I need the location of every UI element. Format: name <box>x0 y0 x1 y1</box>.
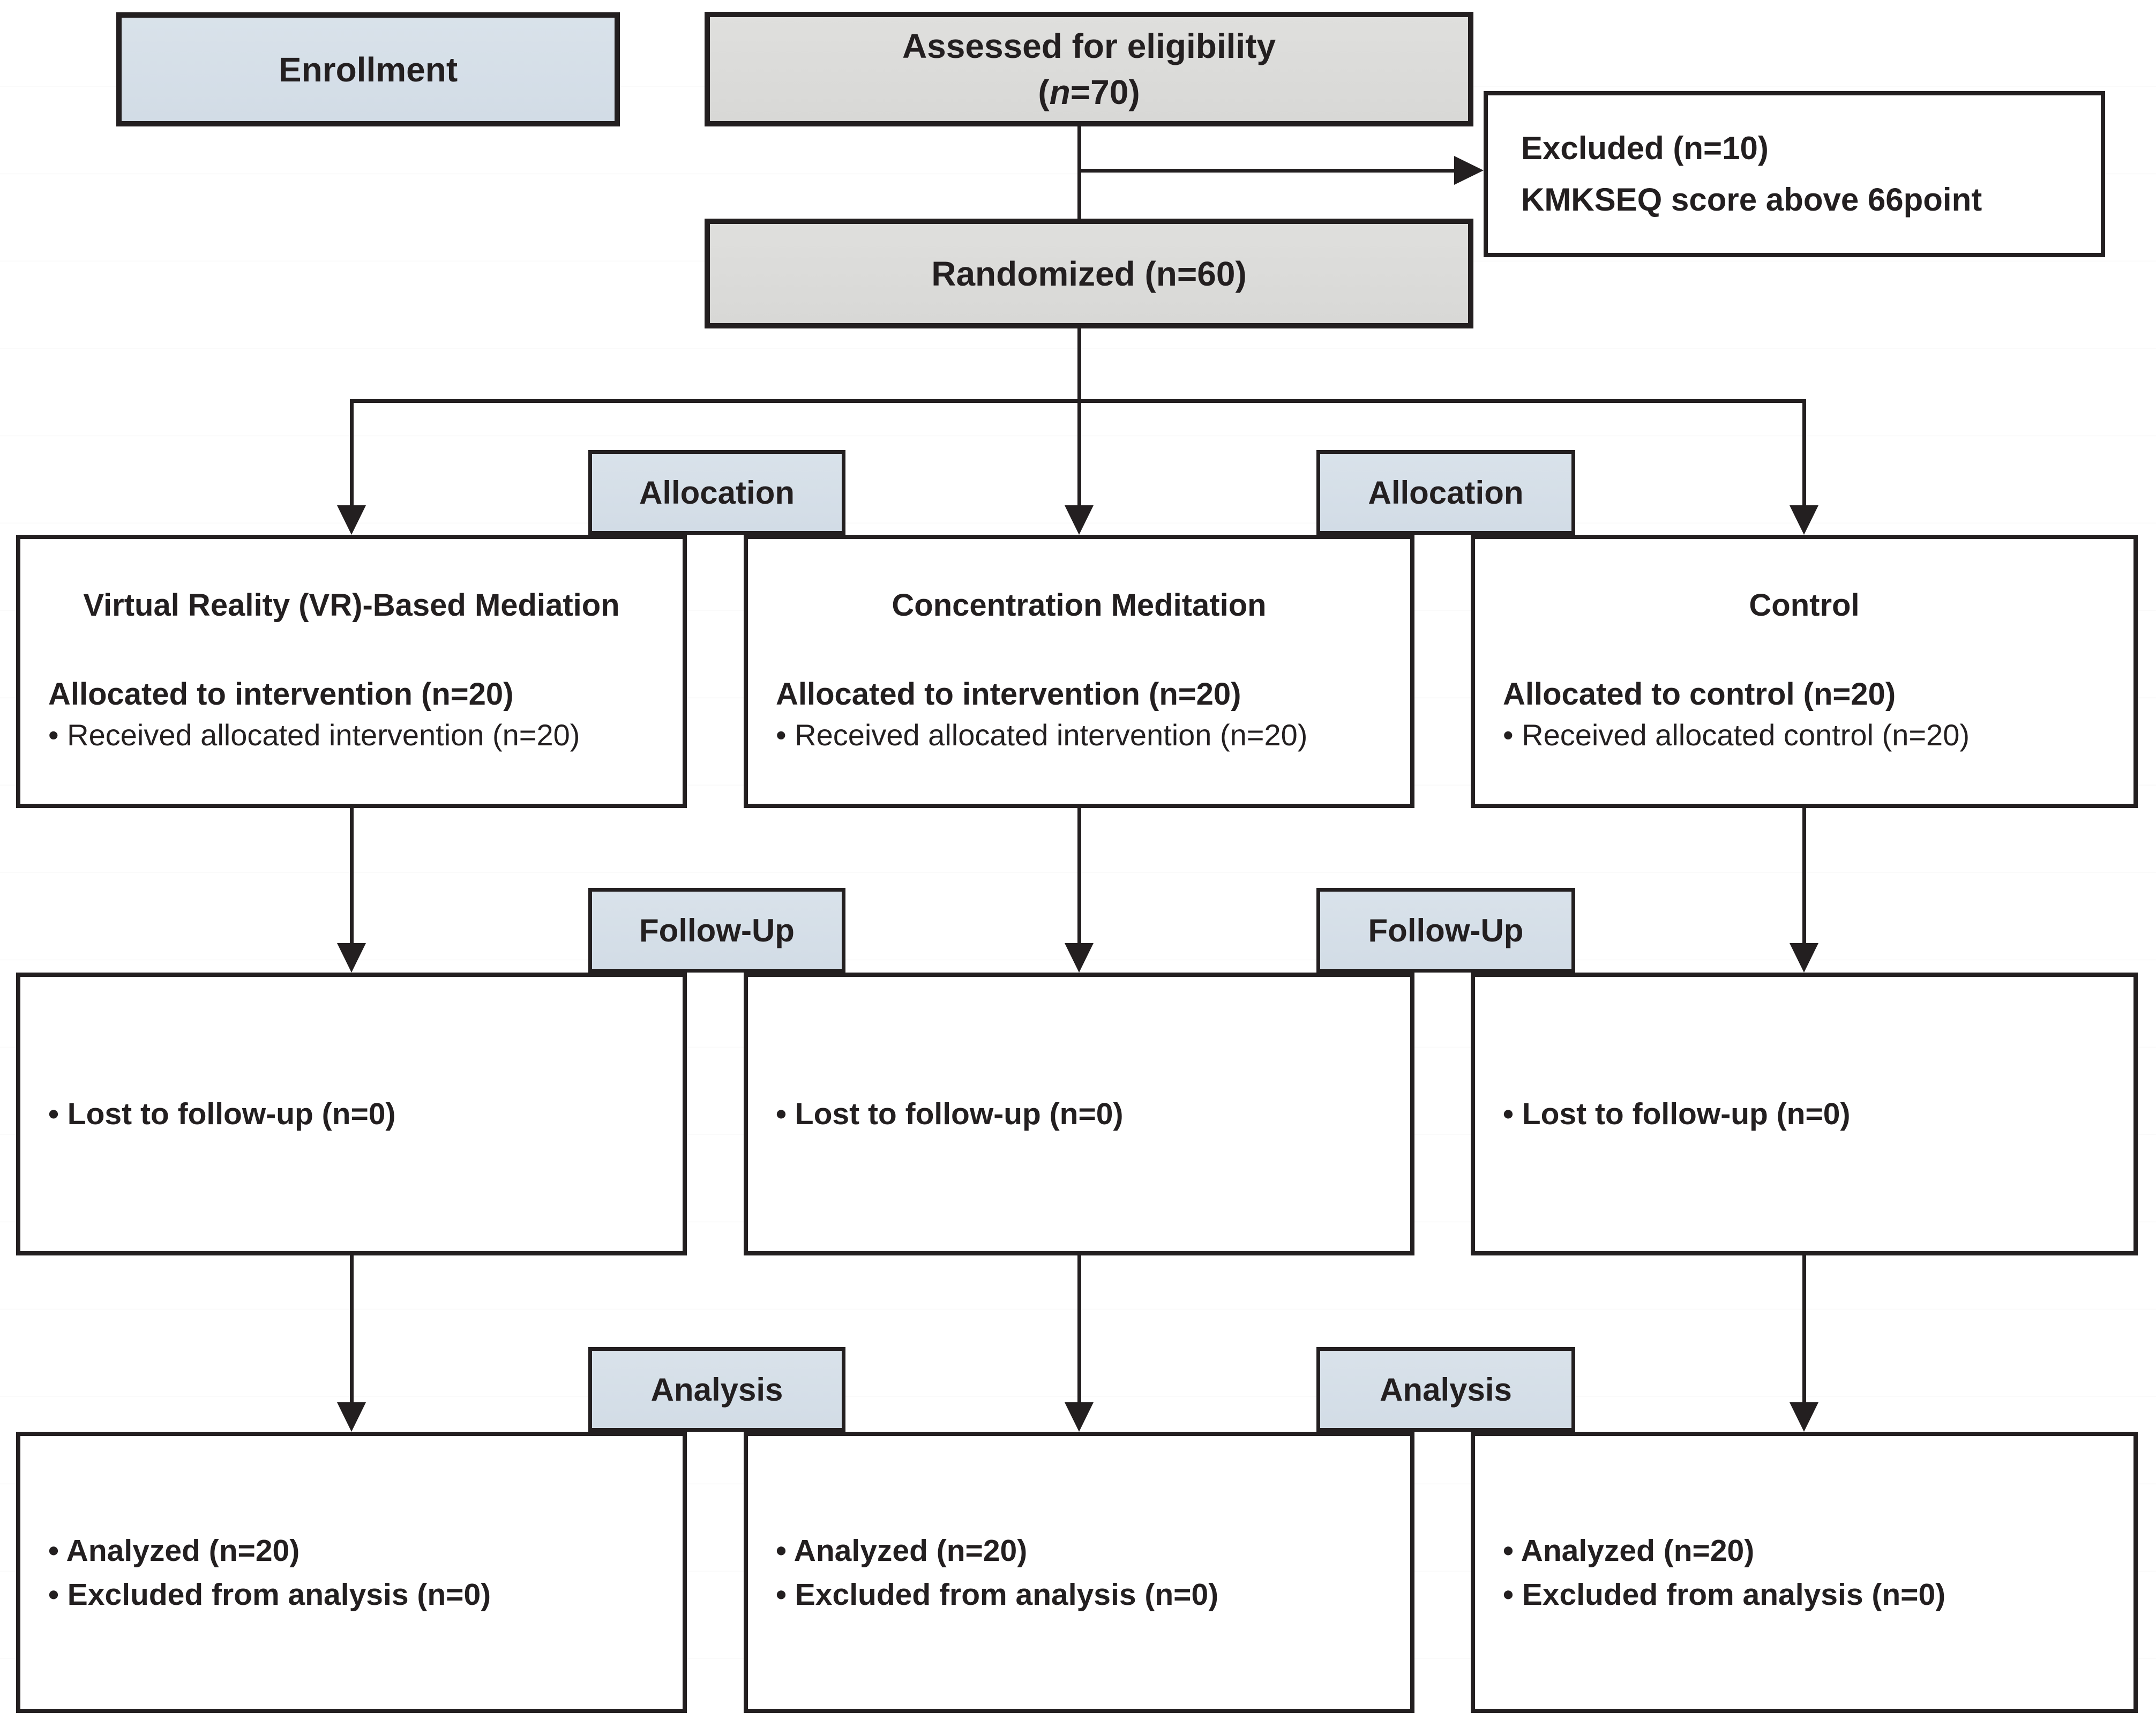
followup-box-vr: • Lost to follow-up (n=0) <box>16 973 687 1255</box>
allocation-detail-control: Allocated to control (n=20) • Received a… <box>1503 677 1970 752</box>
arrowhead-analysis-col3 <box>1790 1402 1818 1432</box>
analysis-box-control: • Analyzed (n=20) • Excluded from analys… <box>1471 1432 2138 1713</box>
connector-followup-analysis-col3 <box>1802 1255 1806 1403</box>
excluded-line2: KMKSEQ score above 66point <box>1521 182 1982 218</box>
arrowhead-followup-col3 <box>1790 943 1818 973</box>
enrollment-stage-label: Enrollment <box>278 50 458 89</box>
arrowhead-allocation-col3 <box>1790 505 1818 535</box>
followup-label-right: Follow-Up <box>1316 888 1575 973</box>
assessed-eligibility-text: Assessed for eligibility (n=70) <box>710 23 1468 115</box>
column-title-control: Control <box>1749 588 1860 623</box>
analysis-box-vr: • Analyzed (n=20) • Excluded from analys… <box>16 1432 687 1713</box>
allocation-box-vr: Virtual Reality (VR)-Based Mediation All… <box>16 535 687 808</box>
arrowhead-excluded <box>1454 156 1484 185</box>
allocation-detail-concentration: Allocated to intervention (n=20) • Recei… <box>776 677 1308 752</box>
connector-to-excluded <box>1077 169 1454 173</box>
analysis-box-concentration: • Analyzed (n=20) • Excluded from analys… <box>744 1432 1414 1713</box>
allocation-box-control: Control Allocated to control (n=20) • Re… <box>1471 535 2138 808</box>
assessed-line1: Assessed for eligibility <box>902 27 1276 65</box>
analysis-label-right: Analysis <box>1316 1347 1575 1432</box>
connector-followup-analysis-col1 <box>350 1255 354 1403</box>
assessed-n-italic: n <box>1049 73 1070 111</box>
followup-box-concentration: • Lost to follow-up (n=0) <box>744 973 1414 1255</box>
column-title-concentration: Concentration Meditation <box>892 588 1267 623</box>
connector-alloc-followup-col2 <box>1077 808 1081 944</box>
connector-branch-col3 <box>1802 399 1806 506</box>
connector-randomized-to-branch <box>1077 328 1081 403</box>
randomized-label: Randomized (n=60) <box>931 254 1247 293</box>
analysis-label-left: Analysis <box>588 1347 845 1432</box>
arrowhead-allocation-col2 <box>1065 505 1094 535</box>
allocation-box-concentration: Concentration Meditation Allocated to in… <box>744 535 1414 808</box>
allocation-label-right: Allocation <box>1316 450 1575 535</box>
allocation-detail-vr: Allocated to intervention (n=20) • Recei… <box>48 677 580 752</box>
allocation-label-left: Allocation <box>588 450 845 535</box>
arrowhead-followup-col1 <box>337 943 366 973</box>
arrowhead-analysis-col2 <box>1065 1402 1094 1432</box>
arrowhead-followup-col2 <box>1065 943 1094 973</box>
arrowhead-analysis-col1 <box>337 1402 366 1432</box>
followup-box-control: • Lost to follow-up (n=0) <box>1471 973 2138 1255</box>
connector-branch-col1 <box>350 399 354 506</box>
randomized-box: Randomized (n=60) <box>705 219 1473 328</box>
excluded-line1: Excluded (n=10) <box>1521 130 1769 166</box>
connector-alloc-followup-col1 <box>350 808 354 944</box>
arrowhead-allocation-col1 <box>337 505 366 535</box>
column-title-vr: Virtual Reality (VR)-Based Mediation <box>83 588 620 623</box>
connector-followup-analysis-col2 <box>1077 1255 1081 1403</box>
followup-label-left: Follow-Up <box>588 888 845 973</box>
excluded-box: Excluded (n=10) KMKSEQ score above 66poi… <box>1484 91 2105 257</box>
connector-assessed-to-randomized <box>1077 126 1081 221</box>
connector-alloc-followup-col3 <box>1802 808 1806 944</box>
assessed-eligibility-box: Assessed for eligibility (n=70) <box>705 12 1473 126</box>
assessed-line2: (n=70) <box>1038 73 1140 111</box>
connector-branch-col2 <box>1077 399 1081 506</box>
enrollment-stage-box: Enrollment <box>116 12 620 126</box>
